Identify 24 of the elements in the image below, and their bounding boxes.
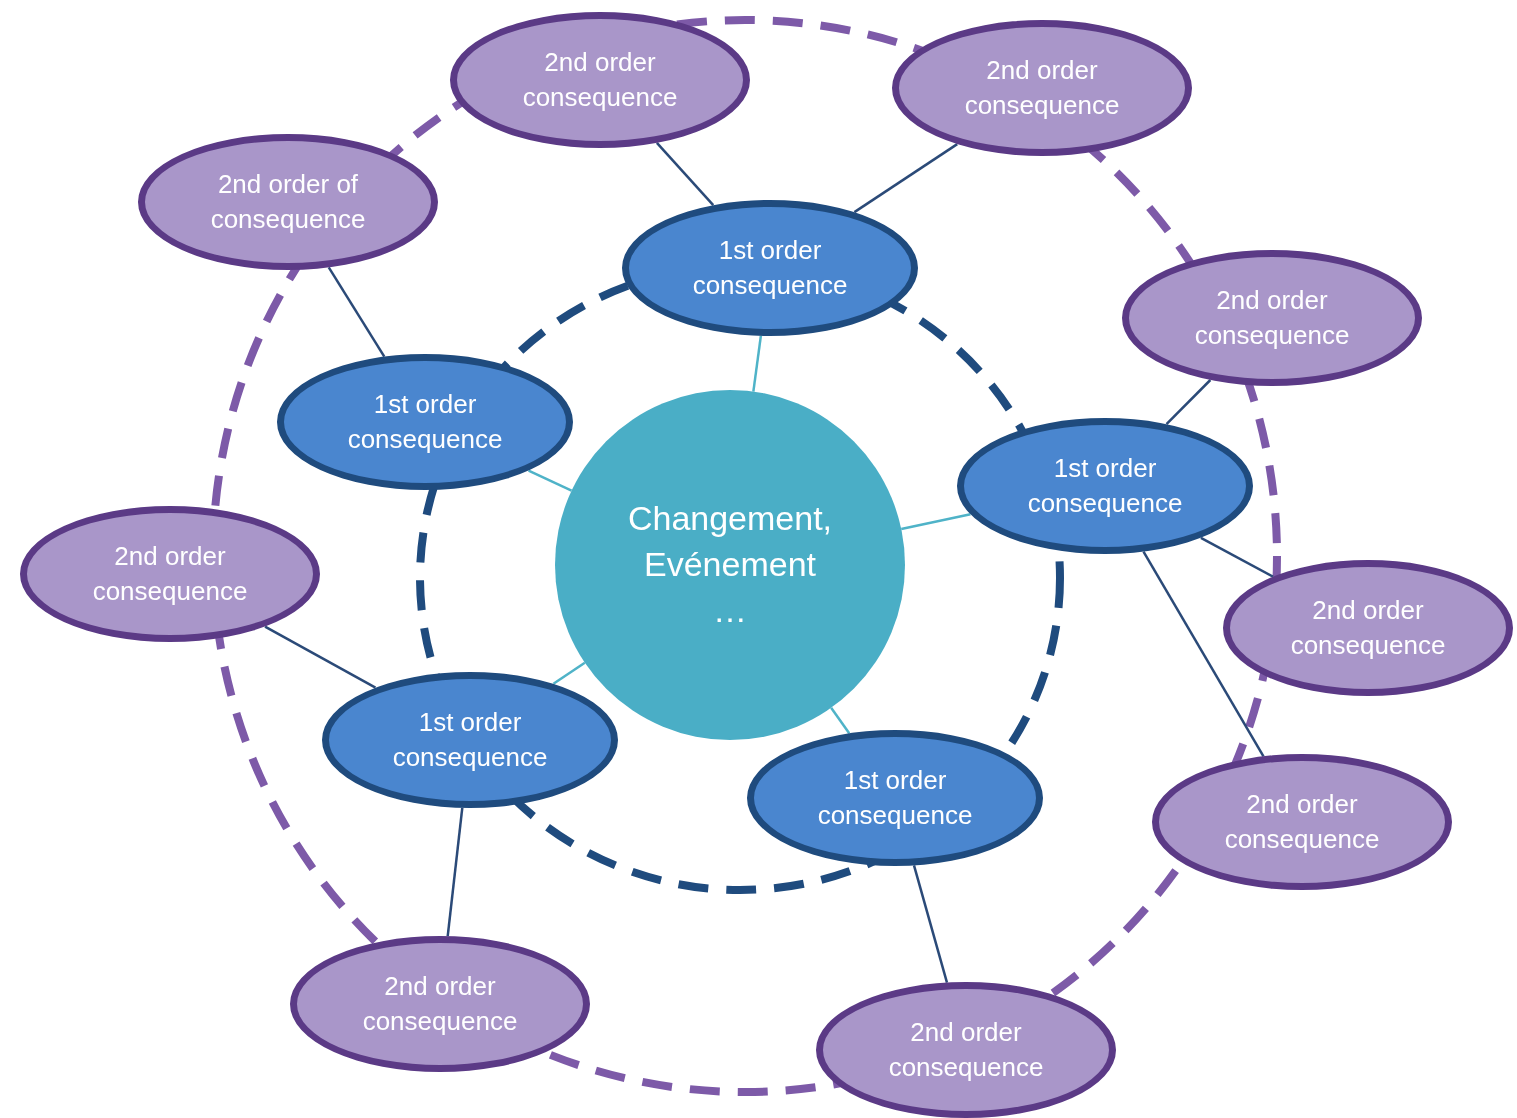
- node-label: 2nd order consequence: [963, 53, 1121, 122]
- connector-line: [1200, 536, 1274, 578]
- connector-line: [853, 143, 958, 214]
- node-label: 2nd order consequence: [521, 45, 679, 114]
- node-label: 1st order consequence: [1026, 451, 1184, 520]
- node-label: 2nd order of consequence: [209, 167, 367, 236]
- connector-line: [264, 625, 377, 689]
- connector-line: [446, 807, 464, 937]
- node-label: 1st order consequence: [346, 387, 504, 456]
- connector-line: [912, 865, 949, 983]
- node-label: 1st order consequence: [391, 705, 549, 774]
- node-label: 2nd order consequence: [361, 969, 519, 1038]
- node-label: 1st order consequence: [691, 233, 849, 302]
- connector-line: [752, 335, 763, 392]
- node-label: 2nd order consequence: [1193, 283, 1351, 352]
- node-label: 1st order consequence: [816, 763, 974, 832]
- node-label: 2nd order consequence: [1289, 593, 1447, 662]
- node-label: 2nd order consequence: [887, 1015, 1045, 1084]
- node-label: …: [713, 589, 747, 631]
- node-label: Changement, Evénement: [626, 498, 834, 586]
- connector-line: [528, 469, 573, 492]
- node-label: 2nd order consequence: [91, 539, 249, 608]
- node-label: 2nd order consequence: [1223, 787, 1381, 856]
- connector-line: [552, 661, 586, 685]
